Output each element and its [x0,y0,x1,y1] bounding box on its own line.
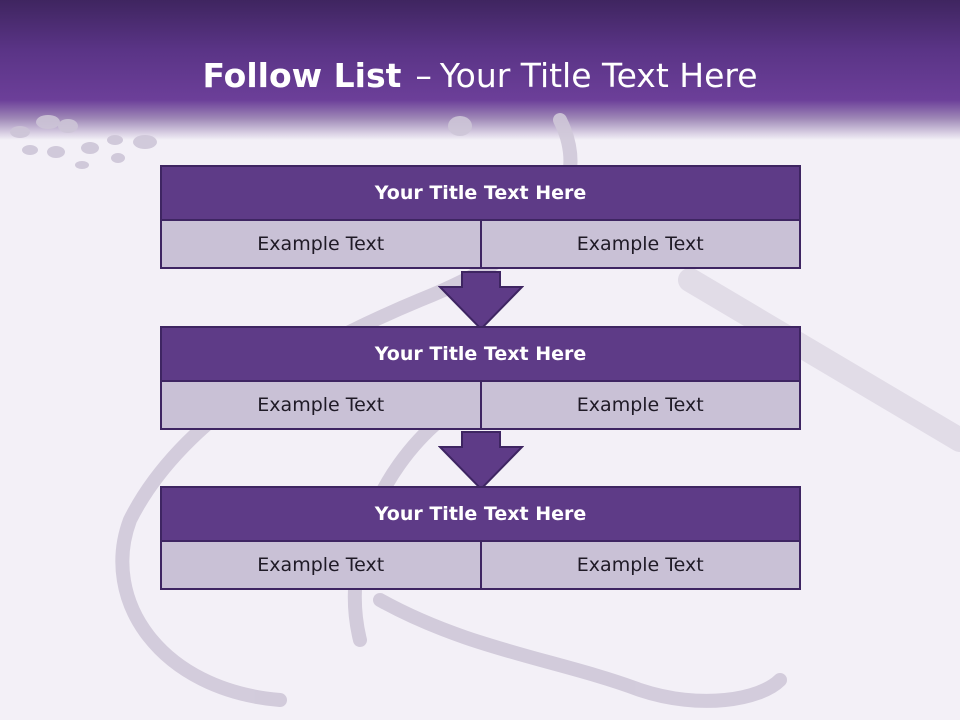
block-cell-left: Example Text [160,540,482,590]
list-block-2: Your Title Text Here Example Text Exampl… [160,326,801,430]
block-row: Example Text Example Text [160,219,801,269]
header-band [0,0,960,140]
block-row: Example Text Example Text [160,540,801,590]
block-cell-left: Example Text [160,380,482,430]
slide-title: Follow List–Your Title Text Here [0,50,960,102]
down-arrow-icon [438,271,524,331]
list-block-1: Your Title Text Here Example Text Exampl… [160,165,801,269]
block-cell-right: Example Text [479,380,801,430]
slide-title-separator: – [415,56,432,95]
block-cell-left: Example Text [160,219,482,269]
block-title: Your Title Text Here [160,486,801,542]
block-cell-right: Example Text [479,219,801,269]
block-title: Your Title Text Here [160,165,801,221]
block-cell-right: Example Text [479,540,801,590]
slide-title-rest: Your Title Text Here [439,56,758,95]
block-row: Example Text Example Text [160,380,801,430]
block-title: Your Title Text Here [160,326,801,382]
list-block-3: Your Title Text Here Example Text Exampl… [160,486,801,590]
slide-title-bold: Follow List [202,56,402,95]
down-arrow-icon [438,431,524,491]
